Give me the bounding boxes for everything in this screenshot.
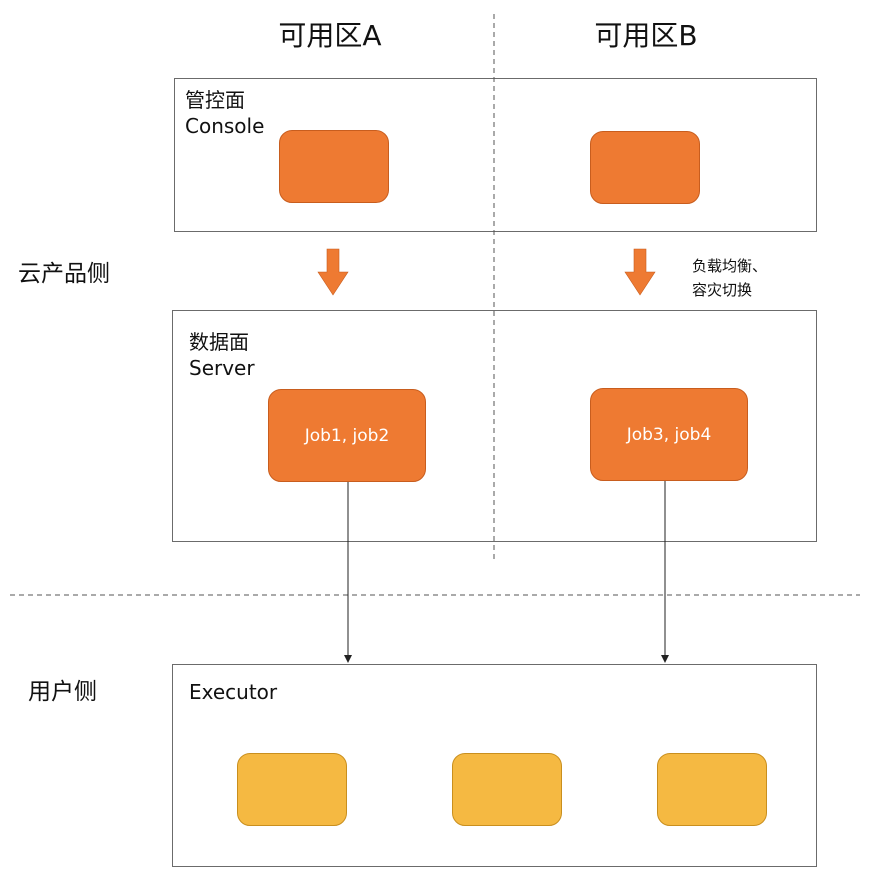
executor-panel-title: Executor: [189, 680, 278, 704]
cloud-side-label: 云产品侧: [18, 261, 110, 287]
executor-node-1: [237, 753, 347, 826]
failover-note-line2: 容灾切换: [692, 281, 753, 299]
server-node-b: Job3, job4: [590, 388, 748, 481]
server-title-cn: 数据面: [189, 330, 249, 354]
console-panel: 管控面 Console: [174, 78, 817, 232]
zone-a-title: 可用区A: [278, 19, 382, 52]
user-side-label: 用户侧: [28, 679, 97, 705]
executor-node-3: [657, 753, 767, 826]
server-title-en: Server: [189, 356, 255, 380]
server-panel: 数据面 Server: [172, 310, 817, 542]
executor-node-2: [452, 753, 562, 826]
server-panel-title: 数据面 Server: [189, 329, 255, 381]
console-panel-title: 管控面 Console: [185, 87, 264, 139]
console-node-b: [590, 131, 700, 204]
failover-note-line1: 负载均衡、: [692, 257, 768, 275]
zone-b-title: 可用区B: [594, 19, 698, 52]
console-title-en: Console: [185, 114, 265, 138]
console-node-a: [279, 130, 389, 203]
failover-note: 负载均衡、 容灾切换: [692, 254, 767, 302]
down-arrow-a-icon: [317, 248, 349, 296]
console-title-cn: 管控面: [185, 88, 245, 112]
down-arrow-b-icon: [624, 248, 656, 296]
executor-panel: Executor: [172, 664, 817, 867]
server-node-a: Job1, job2: [268, 389, 426, 482]
